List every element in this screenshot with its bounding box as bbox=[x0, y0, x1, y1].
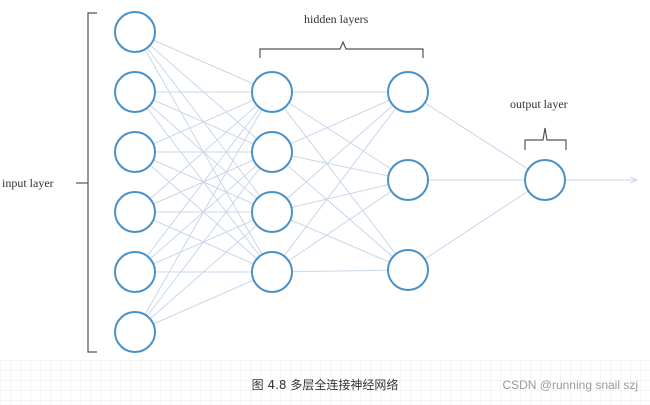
input-layer-bracket bbox=[87, 12, 97, 353]
figure-caption: 图 4.8 多层全连接神经网络 bbox=[251, 378, 399, 392]
connection-line bbox=[271, 269, 409, 273]
connection-line bbox=[407, 91, 546, 181]
output-layer-label: output layer bbox=[510, 97, 568, 111]
input-neuron bbox=[114, 131, 156, 173]
connection-line bbox=[134, 91, 273, 153]
hidden-neuron bbox=[251, 251, 293, 293]
input-layer-label: input layer bbox=[2, 176, 54, 190]
input-neuron bbox=[114, 191, 156, 233]
connection-line bbox=[271, 179, 409, 213]
connection-line bbox=[271, 91, 409, 271]
connection-line bbox=[271, 151, 409, 181]
connection-line bbox=[134, 91, 273, 273]
connection-line bbox=[271, 91, 409, 273]
caption-background bbox=[0, 360, 650, 405]
hidden-neuron bbox=[251, 71, 293, 113]
hidden-layers-bracket bbox=[259, 40, 424, 58]
connection-line bbox=[271, 151, 409, 271]
input-neuron bbox=[114, 311, 156, 353]
input-neuron bbox=[114, 11, 156, 53]
hidden-layers-label: hidden layers bbox=[304, 12, 369, 26]
connection-line bbox=[271, 91, 409, 213]
hidden-neuron bbox=[387, 249, 429, 291]
connection-line bbox=[271, 91, 409, 153]
connection-lines bbox=[134, 31, 639, 333]
output-arrowhead bbox=[629, 176, 639, 184]
output-layer-bracket bbox=[524, 127, 567, 150]
connection-line bbox=[271, 179, 409, 273]
connection-line bbox=[134, 211, 273, 333]
input-neuron bbox=[114, 71, 156, 113]
connection-line bbox=[271, 91, 409, 181]
hidden-neuron bbox=[387, 71, 429, 113]
connection-line bbox=[271, 211, 409, 271]
connection-line bbox=[134, 151, 273, 333]
input-neuron bbox=[114, 251, 156, 293]
connection-line bbox=[134, 31, 273, 93]
layer-brackets bbox=[76, 12, 567, 353]
neurons bbox=[114, 11, 566, 353]
connection-line bbox=[134, 271, 273, 333]
hidden-neuron bbox=[387, 159, 429, 201]
output-neuron bbox=[524, 159, 566, 201]
hidden-neuron bbox=[251, 191, 293, 233]
connection-line bbox=[134, 91, 273, 333]
watermark: CSDN @running snail szj bbox=[502, 378, 638, 392]
connection-line bbox=[134, 91, 273, 213]
hidden-neuron bbox=[251, 131, 293, 173]
connection-line bbox=[407, 179, 546, 271]
